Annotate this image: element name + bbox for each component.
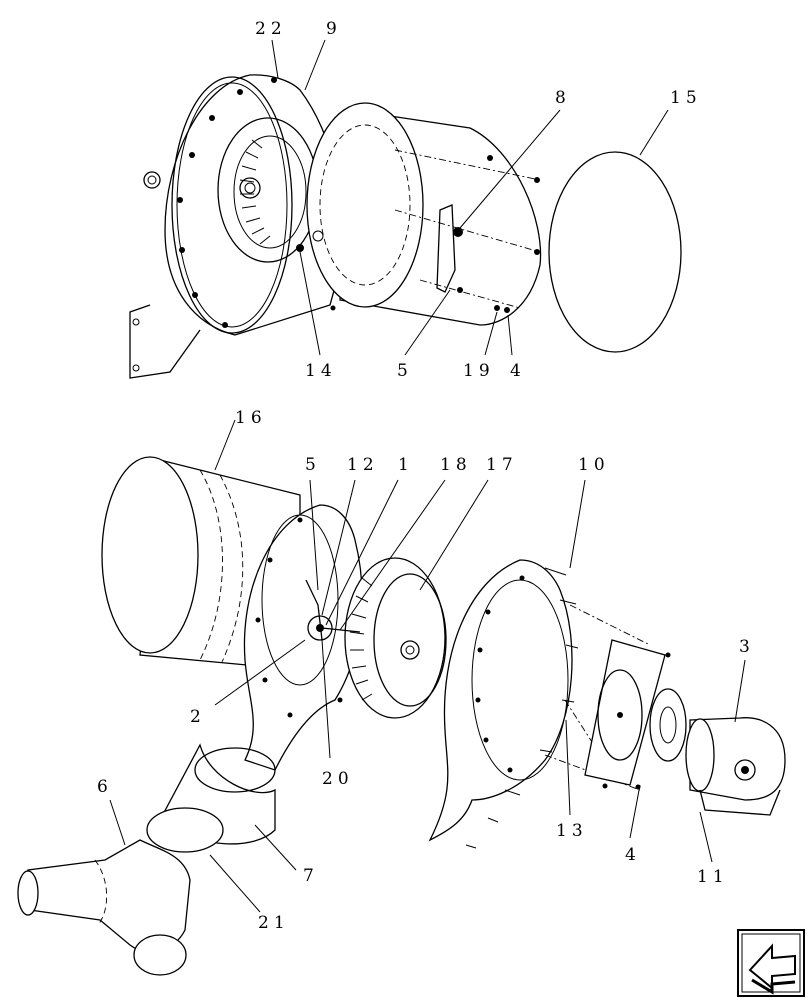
callout-labels: 22 9 8 15 14 5 19 4 16 5 12 1 18 17 10 3… [97, 19, 755, 933]
callout-3: 3 [739, 637, 755, 657]
scroll-housing [428, 559, 579, 849]
callout-10: 10 [578, 455, 610, 475]
callout-22: 22 [255, 19, 287, 39]
callout-20: 20 [322, 769, 354, 789]
callout-4: 4 [510, 361, 526, 381]
callout-5: 5 [397, 361, 413, 381]
callout-8: 8 [555, 88, 571, 108]
filter-cylinder [306, 102, 542, 326]
mounting-bracket [129, 304, 201, 379]
callout-4-lower: 4 [625, 845, 641, 865]
end-cover [548, 151, 682, 353]
callout-13: 13 [556, 821, 588, 841]
callout-1: 1 [398, 455, 414, 475]
y-splitter [17, 839, 191, 976]
callout-9: 9 [326, 19, 342, 39]
callout-17: 17 [486, 455, 518, 475]
callout-14: 14 [305, 361, 337, 381]
callout-7: 7 [303, 866, 319, 886]
callout-11: 11 [697, 867, 729, 887]
callout-6: 6 [97, 777, 113, 797]
lifting-eye [143, 171, 161, 189]
transition-duct [146, 743, 276, 853]
drive-motor [685, 717, 786, 816]
callout-18: 18 [440, 455, 472, 475]
callout-12: 12 [347, 455, 379, 475]
callout-15: 15 [670, 88, 702, 108]
leader-lines [109, 39, 746, 913]
navigation-arrow-button[interactable] [737, 929, 805, 997]
latch-bracket [436, 204, 456, 293]
callout-2: 2 [190, 707, 206, 727]
mounting-plate [584, 639, 671, 790]
hub [239, 177, 261, 199]
callout-16: 16 [235, 408, 267, 428]
impeller-wheel [321, 557, 447, 719]
callout-21: 21 [258, 913, 290, 933]
hub-assembly [307, 615, 333, 641]
callout-5-lower: 5 [305, 455, 321, 475]
collector-drum [101, 456, 301, 671]
callout-19: 19 [463, 361, 495, 381]
lower-assembly [17, 39, 786, 976]
upper-assembly [129, 74, 682, 379]
arrow-down-left-icon [748, 943, 796, 995]
gasket [649, 688, 687, 762]
fan-housing [164, 74, 342, 336]
